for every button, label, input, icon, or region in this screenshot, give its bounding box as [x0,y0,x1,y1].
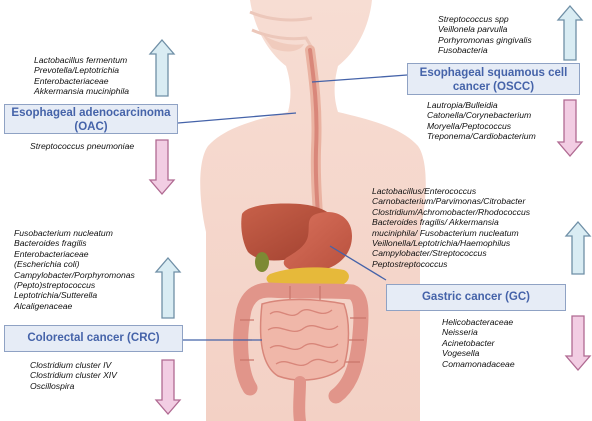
bacteria-name: Streptococcus pneumoniae [30,141,135,151]
oscc-label-box: Esophageal squamous cell cancer (OSCC) [407,63,580,95]
bacteria-name: Campylobacter/Streptococcus [372,248,487,259]
gc-label-box: Gastric cancer (GC) [386,284,566,311]
bacteria-name: Oscillospira [30,380,75,391]
oscc-abbrev: cancer (OSCC) [452,81,535,93]
bacteria-name: Bacteroides fragilis [14,238,87,249]
bacteria-name: Prevotella/Leptotrichia [34,65,120,76]
bacteria-name: Lactobacillus fermentum [34,55,128,65]
bacteria-name: Treponema/Cardiobacterium [427,131,536,142]
oral-cavity [249,10,314,49]
oac-label-box: Esophageal adenocarcinoma (OAC) [4,104,178,134]
bacteria-name: Enterobacteriaceae [34,75,109,86]
small-intestine [259,298,350,381]
up-arrow-icon [564,221,592,275]
rectum [293,376,306,421]
bacteria-name: Streptococcus spp [438,14,509,24]
bacteria-name: (Pepto)streptococcus [14,280,96,291]
down-arrow-icon [148,139,176,195]
bacteria-name: Veillonella/Leptotrichia/Haemophilus [372,238,511,249]
bacteria-name: muciniphila/ Fusobacterium nucleatum [372,227,519,238]
bacteria-name: Leptotrichia/Sutterella [14,290,98,301]
oac-decreased-list: Streptococcus pneumoniae [30,141,134,151]
bacteria-name: Veillonela parvulla [438,24,508,35]
crc-title: Colorectal cancer (CRC) [27,332,160,344]
gallbladder [255,252,269,272]
up-arrow-icon [154,257,182,319]
down-arrow-icon [154,359,182,415]
bacteria-name: Lautropia/Bulleidia [427,100,498,110]
bacteria-name: Clostridium cluster IV [30,360,112,370]
bacteria-name: Neisseria [442,327,478,338]
bacteria-name: Vogesella [442,348,480,359]
oscc-title: Esophageal squamous cell [419,67,568,79]
bacteria-name: Akkermansia muciniphila [34,86,130,97]
gc-title: Gastric cancer (GC) [421,291,530,303]
bacteria-name: Clostridium/Achromobacter/Rhodococcus [372,206,531,217]
oac-abbrev: (OAC) [74,121,108,133]
bacteria-name: (Escherichia coli) [14,259,80,270]
up-arrow-icon [148,39,176,97]
bacteria-name: Comamonadaceae [442,358,515,369]
bacteria-name: Clostridium cluster XIV [30,370,117,381]
connector-lines [177,74,408,341]
bacteria-name: Campylobacter/Porphyromonas [14,269,135,280]
bacteria-name: Helicobacteraceae [442,317,514,327]
up-arrow-icon [556,5,584,61]
stomach [283,212,352,273]
oac-title: Esophageal adenocarcinoma [11,107,171,119]
bacteria-name: Bacteroides fragilis/ Akkermansia [372,217,499,228]
bacteria-name: Alcaligenaceae [14,300,73,311]
bacteria-name: Moryella/Peptococcus [427,120,512,131]
bacteria-name: Catonella/Corynebacterium [427,110,532,121]
down-arrow-icon [564,315,592,371]
down-arrow-icon [556,99,584,157]
bacteria-name: Peptostreptococcus [372,258,448,269]
bacteria-name: Acinetobacter [442,337,495,348]
bacteria-name: Enterobacteriaceae [14,248,89,259]
bacteria-name: Fusobacteria [438,45,488,56]
bacteria-name: Lactobacillus/Enterococcus [372,186,477,196]
bacteria-name: Carnobacterium/Parvimonas/Citrobacter [372,196,526,207]
bacteria-name: Fusobacterium nucleatum [14,228,113,238]
bacteria-name: Porhyromonas gingivalis [438,34,532,45]
crc-label-box: Colorectal cancer (CRC) [4,325,183,352]
colon [233,282,369,404]
